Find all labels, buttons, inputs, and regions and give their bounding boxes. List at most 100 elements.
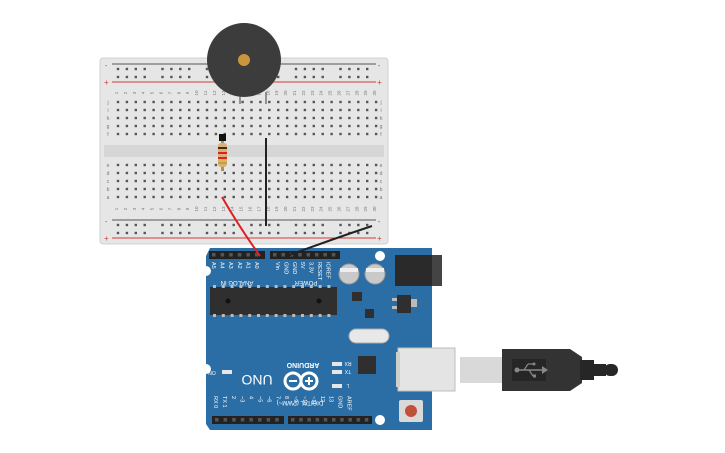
- breadboard-hole[interactable]: [214, 195, 218, 199]
- rail-hole[interactable]: [170, 75, 173, 79]
- digital-pin-socket[interactable]: [364, 418, 369, 422]
- wire-red-a0[interactable]: [221, 196, 261, 257]
- breadboard-hole[interactable]: [259, 108, 262, 112]
- breadboard-hole[interactable]: [134, 116, 137, 120]
- breadboard-hole[interactable]: [223, 195, 226, 199]
- rail-hole[interactable]: [303, 223, 307, 227]
- breadboard-hole[interactable]: [196, 171, 200, 175]
- breadboard-hole[interactable]: [250, 100, 253, 104]
- rail-hole[interactable]: [188, 67, 191, 71]
- breadboard-hole[interactable]: [188, 108, 191, 112]
- breadboard-hole[interactable]: [259, 171, 262, 175]
- breadboard-hole[interactable]: [179, 124, 182, 128]
- breadboard-hole[interactable]: [223, 171, 226, 175]
- breadboard-hole[interactable]: [268, 163, 271, 167]
- breadboard-hole[interactable]: [303, 187, 307, 191]
- breadboard-hole[interactable]: [232, 100, 235, 104]
- breadboard-hole[interactable]: [250, 116, 253, 120]
- breadboard-hole[interactable]: [143, 100, 146, 104]
- breadboard-hole[interactable]: [179, 195, 182, 199]
- breadboard-hole[interactable]: [268, 179, 271, 183]
- breadboard-hole[interactable]: [152, 116, 155, 120]
- breadboard-hole[interactable]: [277, 132, 280, 136]
- breadboard-hole[interactable]: [161, 179, 164, 183]
- rail-hole[interactable]: [116, 67, 120, 71]
- breadboard-hole[interactable]: [188, 179, 191, 183]
- breadboard-hole[interactable]: [241, 195, 244, 199]
- breadboard-hole[interactable]: [312, 179, 315, 183]
- rail-hole[interactable]: [366, 231, 369, 235]
- breadboard-hole[interactable]: [205, 179, 209, 183]
- breadboard-hole[interactable]: [232, 195, 235, 199]
- breadboard-hole[interactable]: [366, 163, 369, 167]
- rail-hole[interactable]: [116, 223, 120, 227]
- usb-port[interactable]: [397, 347, 456, 392]
- breadboard-hole[interactable]: [366, 124, 369, 128]
- breadboard-hole[interactable]: [170, 124, 173, 128]
- breadboard-hole[interactable]: [259, 179, 262, 183]
- breadboard-hole[interactable]: [339, 171, 342, 175]
- breadboard-hole[interactable]: [179, 100, 182, 104]
- breadboard-hole[interactable]: [116, 116, 120, 120]
- breadboard-hole[interactable]: [241, 179, 244, 183]
- breadboard-hole[interactable]: [205, 108, 209, 112]
- breadboard-hole[interactable]: [303, 171, 307, 175]
- breadboard-hole[interactable]: [250, 195, 253, 199]
- analog-header[interactable]: [209, 251, 265, 259]
- rail-hole[interactable]: [232, 223, 235, 227]
- rail-hole[interactable]: [188, 231, 191, 235]
- rail-hole[interactable]: [294, 67, 298, 71]
- breadboard-hole[interactable]: [125, 179, 129, 183]
- breadboard-hole[interactable]: [374, 132, 378, 136]
- breadboard-hole[interactable]: [339, 124, 342, 128]
- breadboard-hole[interactable]: [179, 163, 182, 167]
- breadboard-hole[interactable]: [312, 163, 315, 167]
- breadboard-hole[interactable]: [223, 179, 226, 183]
- rail-hole[interactable]: [321, 75, 324, 79]
- breadboard-hole[interactable]: [321, 108, 324, 112]
- breadboard-hole[interactable]: [294, 179, 298, 183]
- breadboard-hole[interactable]: [205, 100, 209, 104]
- breadboard-hole[interactable]: [161, 171, 164, 175]
- breadboard-hole[interactable]: [357, 187, 360, 191]
- rail-hole[interactable]: [134, 67, 137, 71]
- analog-pin-socket[interactable]: [229, 253, 233, 257]
- analog-pin-socket[interactable]: [237, 253, 242, 257]
- breadboard-hole[interactable]: [285, 187, 289, 191]
- analog-pin-socket[interactable]: [246, 253, 250, 257]
- breadboard-hole[interactable]: [330, 116, 333, 120]
- rail-hole[interactable]: [125, 231, 129, 235]
- breadboard-hole[interactable]: [312, 187, 315, 191]
- rail-hole[interactable]: [232, 231, 235, 235]
- breadboard-hole[interactable]: [170, 100, 173, 104]
- breadboard-hole[interactable]: [196, 195, 200, 199]
- breadboard-hole[interactable]: [250, 108, 253, 112]
- breadboard-hole[interactable]: [170, 187, 173, 191]
- breadboard-hole[interactable]: [170, 116, 173, 120]
- rail-hole[interactable]: [277, 223, 280, 227]
- breadboard-hole[interactable]: [339, 187, 342, 191]
- breadboard-hole[interactable]: [277, 108, 280, 112]
- rail-hole[interactable]: [161, 67, 164, 71]
- breadboard-hole[interactable]: [116, 108, 120, 112]
- breadboard-hole[interactable]: [134, 100, 137, 104]
- breadboard-hole[interactable]: [170, 195, 173, 199]
- breadboard-hole[interactable]: [312, 132, 315, 136]
- rail-hole[interactable]: [179, 75, 182, 79]
- rail-hole[interactable]: [143, 223, 146, 227]
- breadboard-hole[interactable]: [143, 195, 146, 199]
- breadboard-hole[interactable]: [241, 108, 244, 112]
- rail-hole[interactable]: [214, 231, 218, 235]
- breadboard-hole[interactable]: [143, 132, 146, 136]
- breadboard-hole[interactable]: [161, 132, 164, 136]
- rail-hole[interactable]: [312, 75, 315, 79]
- breadboard-hole[interactable]: [259, 132, 262, 136]
- rail-hole[interactable]: [179, 231, 182, 235]
- breadboard-hole[interactable]: [339, 116, 342, 120]
- rail-hole[interactable]: [321, 231, 324, 235]
- rail-hole[interactable]: [339, 223, 342, 227]
- breadboard-hole[interactable]: [285, 108, 289, 112]
- breadboard-hole[interactable]: [214, 108, 218, 112]
- breadboard-hole[interactable]: [374, 171, 378, 175]
- breadboard-hole[interactable]: [223, 100, 226, 104]
